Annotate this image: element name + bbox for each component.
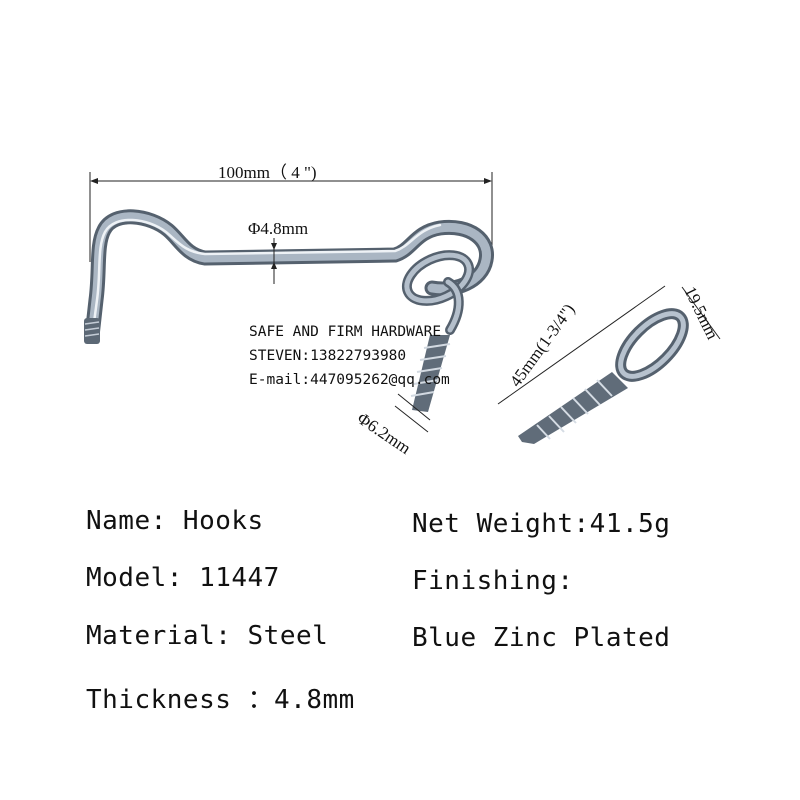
eye-length-label: 45mm(1-3/4"): [506, 300, 579, 390]
spec-finishing: Finishing:: [412, 566, 574, 596]
attached-eye-screw: [401, 250, 475, 412]
spec-thickness: Thickness ：4.8mm: [86, 685, 355, 715]
spec-name: Name: Hooks: [86, 506, 264, 536]
eye-screw: [518, 308, 689, 444]
screw-diameter-marker: [394, 393, 431, 433]
spec-net-weight: Net Weight:41.5g: [412, 509, 671, 539]
gate-hook: [84, 209, 494, 344]
wire-diameter-marker: [271, 238, 277, 284]
eye-length-dimension: [497, 285, 721, 405]
watermark-line-3: E-mail:447095262@qq.com: [249, 372, 450, 388]
spec-finishing-value: Blue Zinc Plated: [412, 623, 671, 653]
spec-material: Material: Steel: [86, 621, 329, 651]
wire-diameter-label: Φ4.8mm: [248, 219, 308, 238]
watermark-line-1: SAFE AND FIRM HARDWARE: [249, 324, 442, 340]
screw-diameter-label: Φ6.2mm: [354, 409, 414, 458]
length-label: 100mm（ 4 "): [218, 163, 317, 182]
watermark-line-2: STEVEN:13822793980: [249, 348, 407, 364]
product-figure: 100mm（ 4 ") Φ4.8mm Φ6: [84, 163, 722, 458]
spec-model: Model: 11447: [86, 563, 280, 593]
